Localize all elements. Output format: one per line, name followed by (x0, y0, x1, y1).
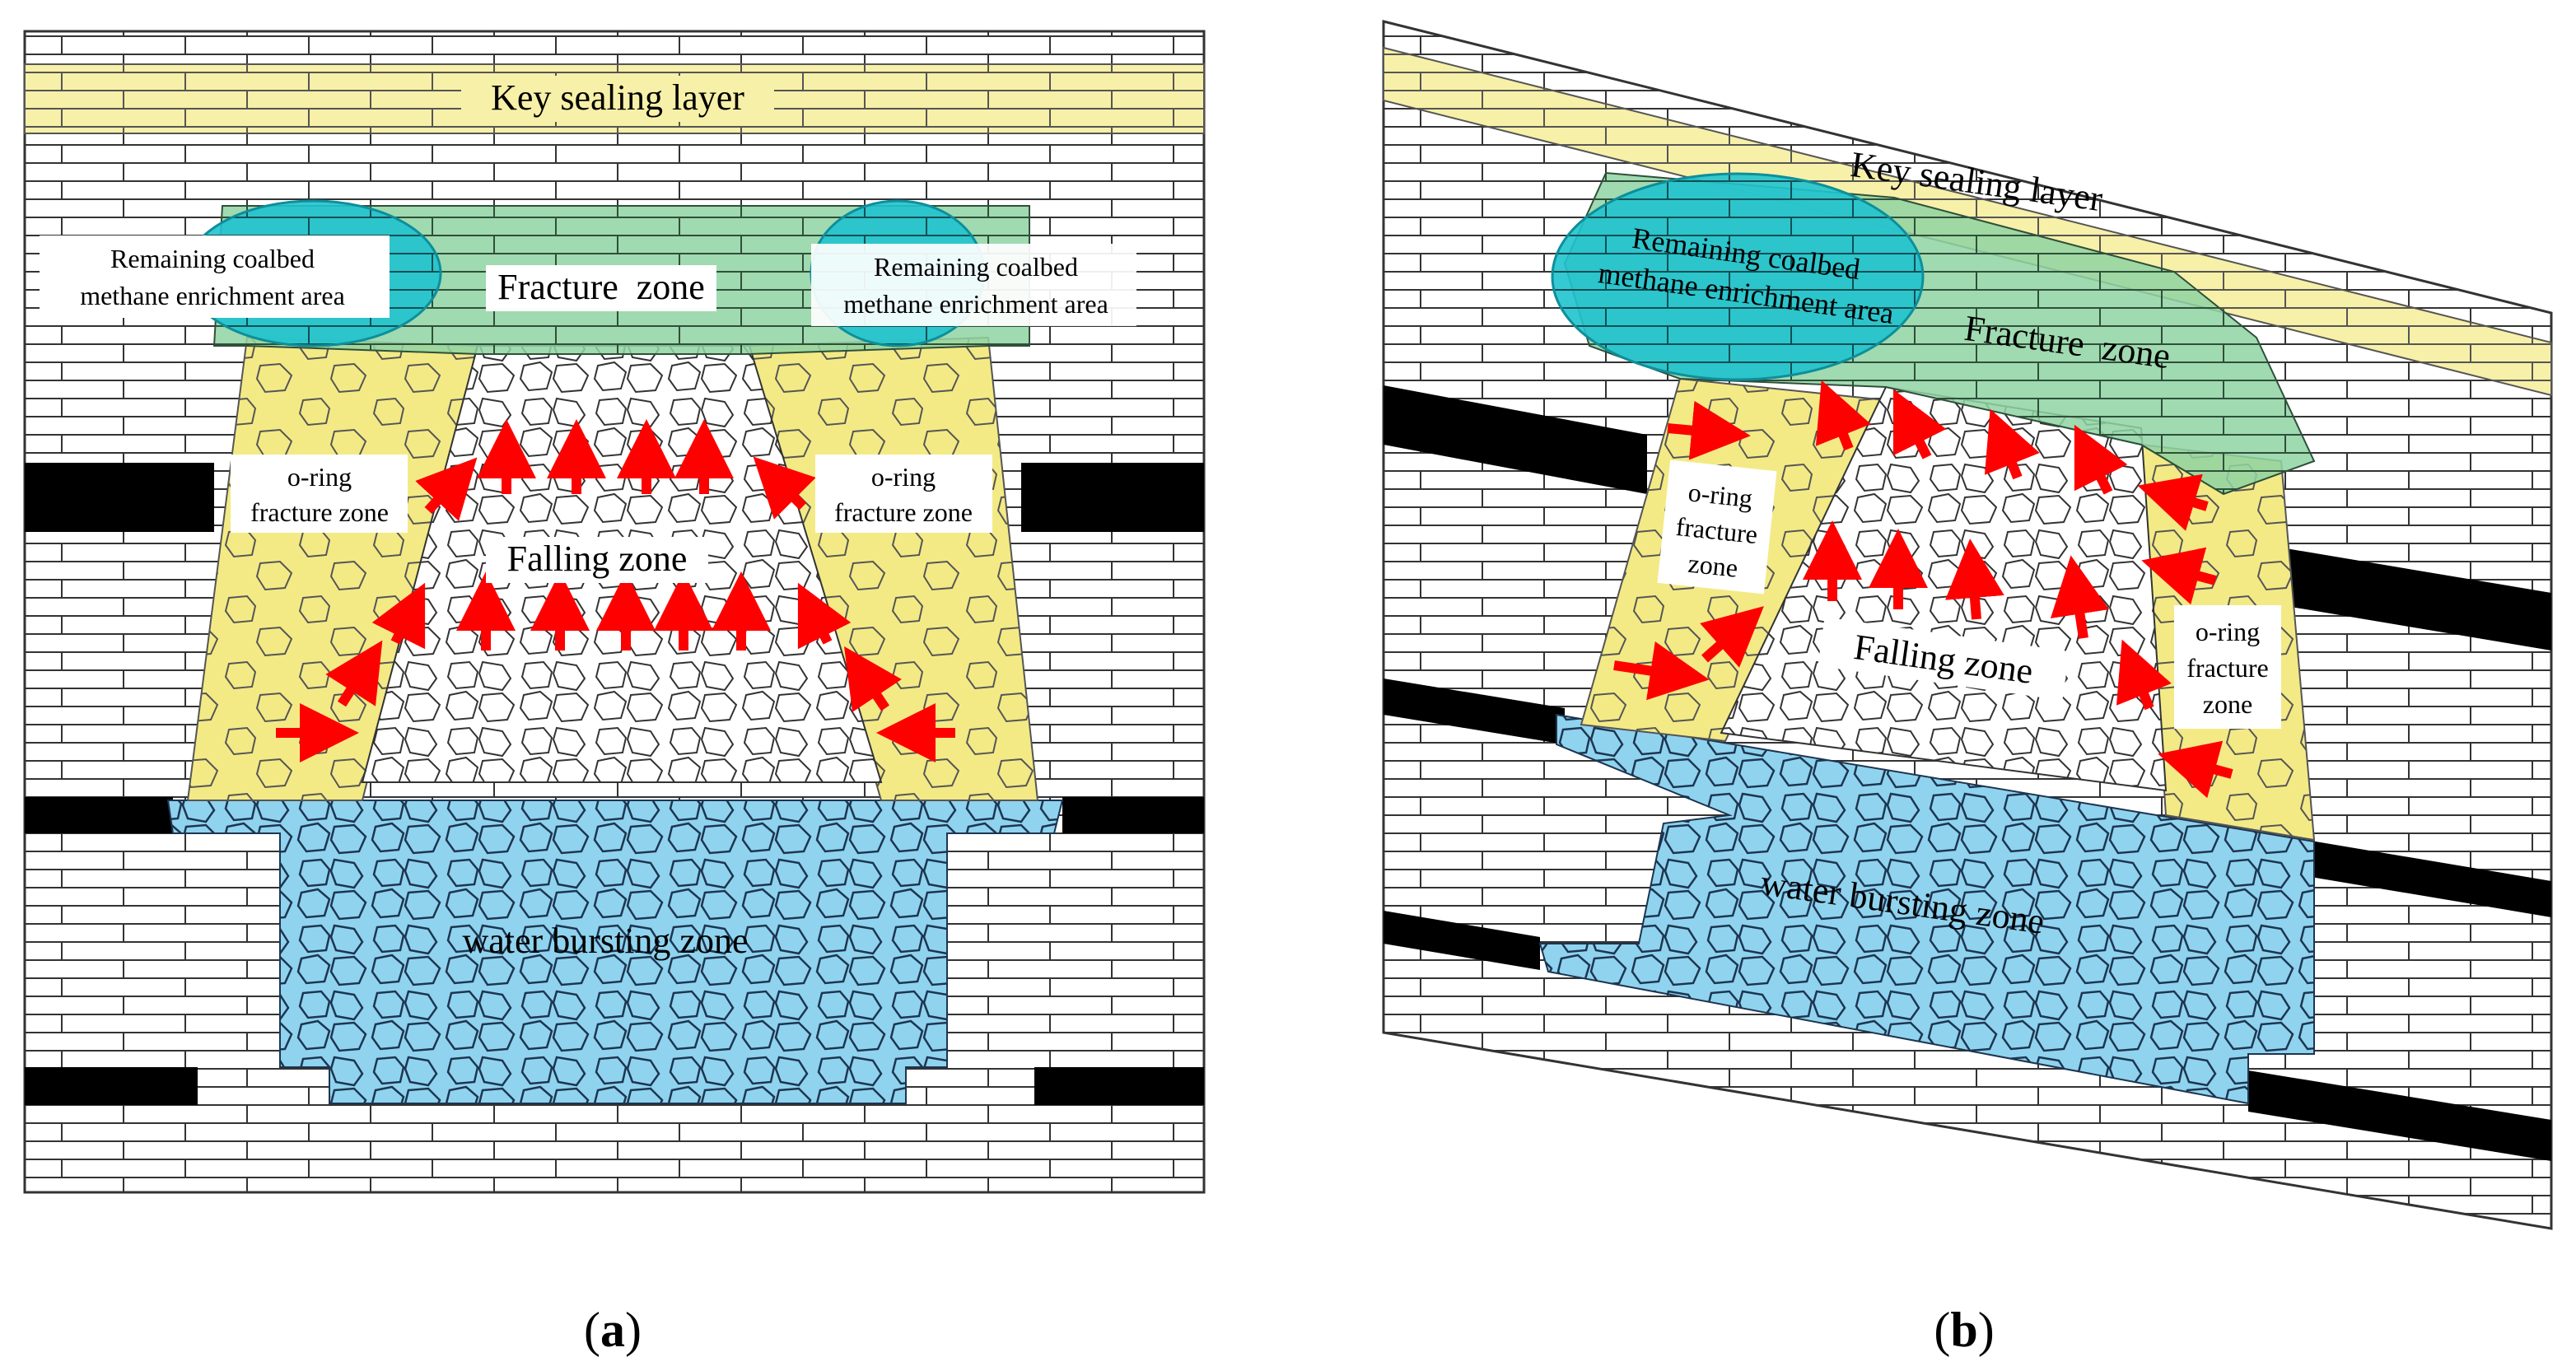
panel-b-oring-left-line3: zone (1687, 548, 1739, 583)
panel-a-falling-label-bg (486, 537, 708, 583)
panel-b-caption: (b) (1934, 1303, 1994, 1357)
panel-a-oring-right-line2: fracture zone (834, 497, 973, 527)
panel-a-methane-right-line1: Remaining coalbed (874, 252, 1078, 282)
panel-a-key-label-bg (461, 76, 774, 122)
panel-b-arrow (2141, 547, 2217, 605)
panel-b-falling-label-bg (1818, 617, 2070, 701)
panel-a-coal-seam-bottom-right (1034, 1067, 1204, 1105)
panel-b-arrow (1667, 400, 1751, 460)
panel-b-arrow (2137, 473, 2209, 531)
panel-a-arrow (371, 582, 426, 650)
panel-a-coal-seam-bottom-left (25, 1067, 198, 1105)
panel-b-arrow (2158, 740, 2233, 799)
panel-a-methane-left-bg (40, 235, 390, 318)
panel-b-oring-right-line1: o-ring (2196, 617, 2260, 646)
panel-a-coal-seam-lower-left (25, 797, 173, 833)
panel-b-oring-right-line2: fracture (2186, 653, 2268, 683)
panel-b-water-bursting-zone (1538, 713, 2315, 1105)
panel-a-oring-left-line1: o-ring (287, 462, 352, 492)
panel-a-arrow (753, 456, 816, 520)
panel-a-key-sealing-label: Key sealing layer (491, 77, 744, 118)
panel-a-methane-left-line1: Remaining coalbed (110, 244, 315, 273)
panel-a-stress-arrows (276, 419, 955, 762)
panel-a-caption: (a) (584, 1303, 642, 1357)
panel-b-stress-arrows (1613, 380, 2233, 799)
panel-a-oring-left-line2: fracture zone (250, 497, 389, 527)
panel-a: Key sealing layer Fracture zone Falling … (23, 30, 1206, 1194)
panel-b-methane-area (1551, 172, 1925, 381)
panel-b-arrow (1815, 380, 1871, 451)
panel-b-coal-seam-right (2256, 543, 2551, 651)
panel-b-coal-seam-low-right (2248, 1070, 2551, 1161)
panel-a-coal-seam-lower-right (1062, 797, 1204, 833)
panel-b-oring-left-bg (1657, 459, 1777, 595)
panel-a-fracture-label-bg (486, 265, 716, 311)
panel-a-methane-right-bg (811, 244, 1136, 326)
panel-b-arrow (1700, 606, 1764, 668)
panel-b-oring-right-bg (2174, 605, 2281, 729)
panel-b-arrow (2116, 639, 2172, 711)
panel-b-arrow (1613, 641, 1710, 701)
panel-b-coal-seam-low-left (1384, 911, 1540, 970)
panel-a-arrow (797, 582, 852, 650)
panel-a-coal-seam-left (25, 463, 214, 532)
panel-a-water-bursting-label: water bursting zone (463, 921, 749, 961)
panel-b-oring-left-line1: o-ring (1687, 477, 1754, 513)
panel-a-water-bursting-zone (166, 800, 1064, 1104)
panel-a-oring-left-bg (231, 455, 408, 533)
panel-a-methane-right-line2: methane enrichment area (843, 289, 1108, 319)
panel-b-arrow (2050, 555, 2110, 639)
panel-a-arrow (415, 457, 478, 521)
panel-b-arrow (2074, 424, 2128, 495)
panel-a-arrow (844, 646, 902, 712)
panel-a-coal-seam-right (1021, 463, 1204, 532)
panel-a-fracture-zone-label: Fracture zone (497, 267, 705, 307)
panel-b-oring-right-line3: zone (2203, 689, 2252, 719)
panel-b-coal-seam-mid-right (2306, 840, 2551, 917)
panel-a-methane-left-line2: methane enrichment area (80, 281, 345, 310)
panel-a-arrow (325, 640, 383, 707)
panel-b-arrow (1945, 539, 2004, 620)
panel-b-arrow (1984, 408, 2040, 480)
panel-b: Key sealing layer Remaining coalbed meth… (1382, 20, 2553, 1230)
panel-a-falling-zone-label: Falling zone (507, 539, 688, 579)
panel-b-coal-seam-left (1384, 385, 1647, 494)
panel-b-coal-seam-mid-left (1384, 679, 1565, 744)
panel-a-oring-right-bg (815, 455, 992, 533)
panel-a-oring-right-line1: o-ring (871, 462, 936, 492)
panel-b-arrow (1892, 389, 1947, 459)
